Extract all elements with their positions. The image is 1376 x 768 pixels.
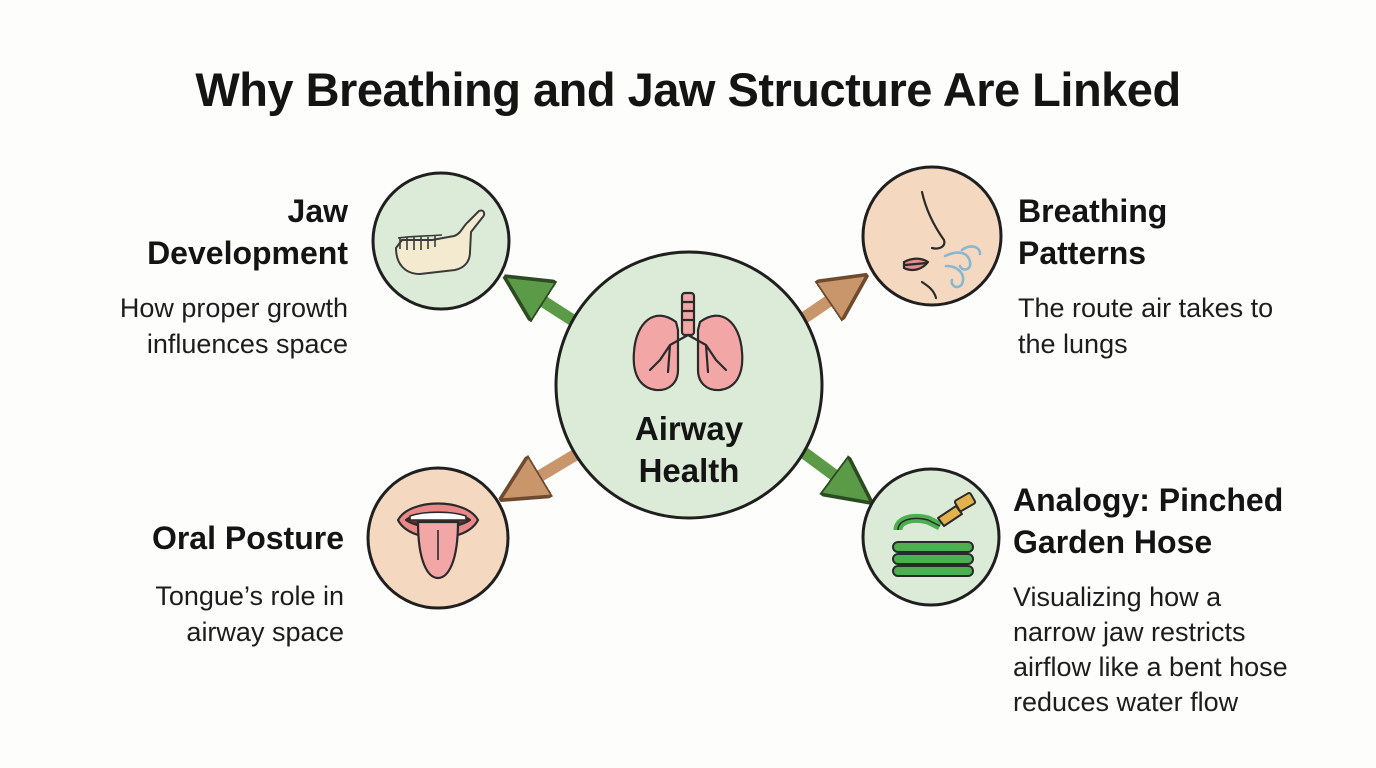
hose-heading: Analogy: Pinched Garden Hose bbox=[1013, 479, 1363, 563]
oral-heading: Oral Posture bbox=[151, 520, 344, 556]
breathing-description: The route air takes to the lungs bbox=[1018, 290, 1358, 362]
hose-description: Visualizing how a narrow jaw restricts a… bbox=[1013, 580, 1368, 720]
hose-description-line1: Visualizing how a bbox=[1013, 582, 1222, 612]
arrow-to-jaw bbox=[524, 289, 584, 331]
hose-heading-line2: Garden Hose bbox=[1013, 524, 1213, 560]
jaw-heading: Jaw Development bbox=[80, 190, 348, 274]
hose-description-line4: reduces water flow bbox=[1013, 687, 1239, 717]
center-circle bbox=[554, 250, 824, 520]
breathing-heading-line1: Breathing bbox=[1018, 193, 1168, 229]
garden-hose-icon bbox=[892, 492, 977, 577]
breathing-circle bbox=[861, 165, 1003, 307]
center-label-line1: Airway bbox=[634, 410, 744, 447]
lungs-icon bbox=[632, 291, 744, 392]
hose-description-line2: narrow jaw restricts bbox=[1013, 617, 1246, 647]
jaw-bone-icon bbox=[395, 209, 486, 275]
breathing-description-line2: the lungs bbox=[1018, 329, 1128, 359]
jaw-description-line1: How proper growth bbox=[119, 293, 348, 323]
oral-description-line1: Tongue’s role in bbox=[155, 581, 344, 611]
hose-description-line3: airflow like a bent hose bbox=[1013, 652, 1288, 682]
jaw-description-line2: influences space bbox=[146, 329, 348, 359]
arrow-to-oral bbox=[520, 449, 579, 488]
hose-heading-line1: Analogy: Pinched bbox=[1013, 482, 1284, 518]
arrow-to-hose bbox=[799, 447, 853, 489]
breathing-heading-line2: Patterns bbox=[1018, 235, 1147, 271]
arrow-to-breathing bbox=[794, 288, 848, 327]
jaw-description: How proper growth influences space bbox=[48, 290, 348, 362]
jaw-heading-line1: Jaw bbox=[287, 193, 348, 229]
breathing-description-line1: The route air takes to bbox=[1018, 293, 1274, 323]
hose-circle bbox=[861, 467, 1001, 607]
nose-mouth-breath-icon bbox=[902, 190, 982, 300]
mouth-tongue-icon bbox=[396, 502, 480, 580]
center-label-line2: Health bbox=[638, 452, 740, 489]
center-label: Airway Health bbox=[555, 408, 823, 492]
breathing-heading: Breathing Patterns bbox=[1018, 190, 1318, 274]
page-title: Why Breathing and Jaw Structure Are Link… bbox=[195, 63, 1181, 116]
oral-description: Tongue’s role in airway space bbox=[60, 578, 344, 650]
jaw-heading-line2: Development bbox=[147, 235, 348, 271]
oral-description-line2: airway space bbox=[186, 617, 344, 647]
